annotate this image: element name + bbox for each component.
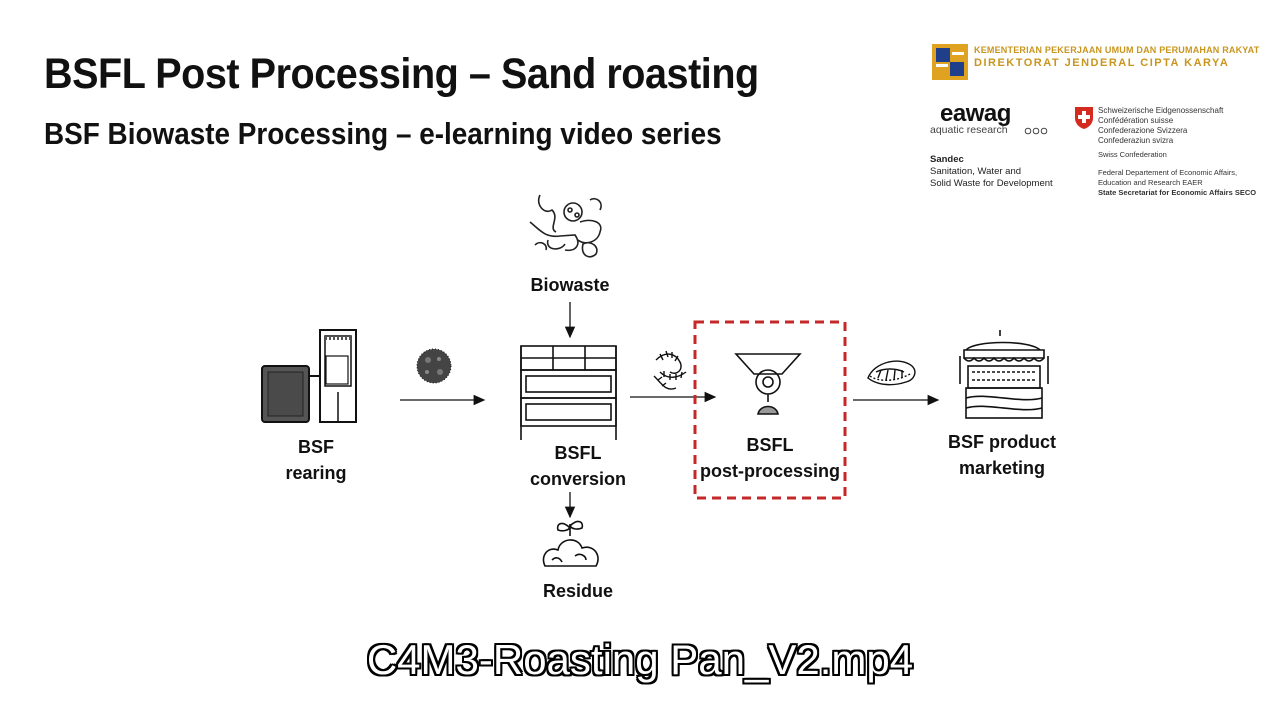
biowaste-label: Biowaste: [530, 275, 610, 295]
ministry-directorate: DIREKTORAT JENDERAL CIPTA KARYA: [974, 57, 1230, 69]
ministry-logo: KEMENTERIAN PEKERJAAN UMUM DAN PERUMAHAN…: [930, 42, 1259, 82]
conversion-label: BSFL conversion: [518, 440, 638, 492]
sandec-logo: Sandec Sanitation, Water and Solid Waste…: [930, 154, 1053, 190]
ministry-emblem-icon: [932, 44, 968, 80]
swiss-line-2: Confédération suisse: [1098, 116, 1174, 125]
sandec-line1: Sanitation, Water and: [930, 166, 1022, 177]
swiss-line-1: Schweizerische Eidgenossenschaft: [1098, 106, 1224, 115]
post-processing-label-line2: post-processing: [700, 461, 841, 481]
eawag-name: eawag: [940, 100, 1011, 127]
bsfl-conversion-icon: [520, 345, 617, 440]
sandec-name: Sandec: [930, 154, 964, 165]
residue-label: Residue: [542, 581, 614, 601]
seco-line1: Federal Departement of Economic Affairs,: [1098, 168, 1238, 177]
post-processing-label: BSFL post-processing: [700, 432, 840, 484]
rearing-label-line1: BSF: [298, 437, 334, 457]
swiss-line-4: Confederaziun svizra: [1098, 136, 1174, 145]
eawag-tagline: aquatic research: [930, 124, 1008, 136]
eawag-dots-icon: [1024, 127, 1048, 135]
swiss-confederation: Swiss Confederation: [1098, 150, 1167, 159]
post-processing-label-line1: BSFL: [746, 435, 794, 455]
swiss-shield-icon: [1075, 107, 1093, 129]
page-subtitle: BSF Biowaste Processing – e-learning vid…: [44, 116, 722, 151]
ministry-name: KEMENTERIAN PEKERJAAN UMUM DAN PERUMAHAN…: [974, 45, 1260, 55]
rearing-label-line2: rearing: [285, 463, 347, 483]
highlight-box: [693, 320, 847, 500]
eawag-logo: eawag aquatic research: [930, 100, 1060, 140]
swiss-line-3: Confederazione Svizzera: [1098, 126, 1188, 135]
marketing-label-line1: BSF product: [948, 432, 1056, 452]
sandec-line2: Solid Waste for Development: [930, 178, 1053, 189]
biowaste-icon: [529, 194, 602, 258]
conversion-label-line2: conversion: [529, 469, 627, 489]
bsf-rearing-icon: [261, 329, 357, 423]
page-title: BSFL Post Processing – Sand roasting: [44, 50, 759, 98]
conversion-label-line1: BSFL: [554, 443, 602, 463]
seco-line2: Education and Research EAER: [1098, 178, 1203, 187]
rearing-label: BSF rearing: [266, 434, 366, 486]
seco-line3: State Secretariat for Economic Affairs S…: [1098, 188, 1257, 197]
video-filename-caption: C4M3-Roasting Pan_V2.mp4: [366, 635, 914, 684]
larvae-ball-icon: [416, 348, 452, 384]
marketing-label: BSF product marketing: [936, 429, 1068, 481]
residue-icon: [542, 520, 599, 567]
larvae-icon: [653, 350, 687, 390]
larvae-product-icon: [867, 360, 916, 386]
market-stall-icon: [959, 330, 1049, 419]
post-processing-icon: [734, 353, 802, 415]
marketing-label-line2: marketing: [958, 458, 1046, 478]
